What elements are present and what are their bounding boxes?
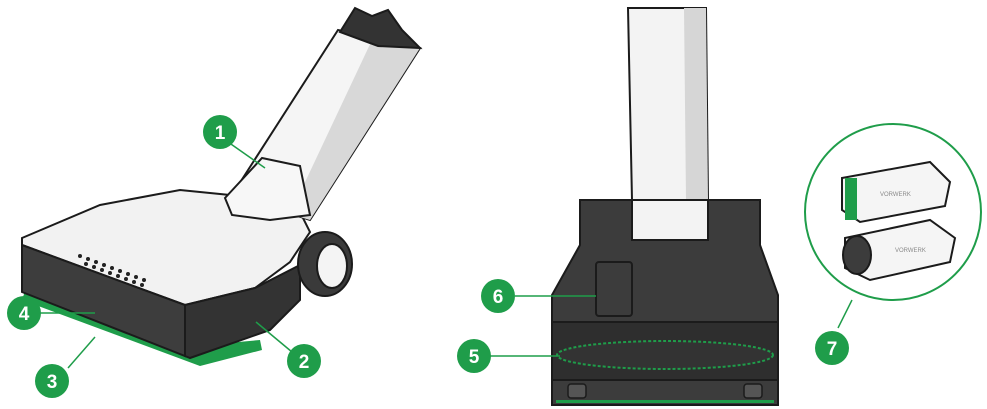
wheel-hub: [316, 243, 348, 289]
handle-cap: [338, 6, 423, 50]
cartridge-top-green: [845, 178, 857, 220]
svg-text:5: 5: [469, 347, 480, 368]
brush-roller: [556, 340, 774, 370]
svg-text:2: 2: [299, 352, 310, 373]
svg-text:1: 1: [215, 123, 226, 144]
svg-text:4: 4: [19, 304, 30, 325]
callout-6: 6: [481, 279, 515, 313]
callout-2: 2: [287, 344, 321, 378]
bottom-green-edge: [556, 400, 774, 403]
leader-line-3: [67, 336, 96, 369]
joint-collar: [223, 156, 312, 222]
head-side-housing: [184, 263, 301, 360]
callout-5: 5: [457, 339, 491, 373]
handle-tube-shade: [290, 40, 420, 220]
underside-handle-shade: [684, 8, 708, 200]
callout-7: 7: [815, 331, 849, 365]
wheel-slot-left: [567, 383, 587, 399]
cartridge-top: [841, 160, 952, 224]
callout-3: 3: [35, 364, 69, 398]
wheel-slot-right: [743, 383, 763, 399]
vent-grille: [78, 254, 146, 287]
underside-neck: [631, 199, 709, 241]
callout-1: 1: [203, 115, 237, 149]
svg-text:7: 7: [827, 339, 838, 360]
leader-line-2: [255, 321, 293, 353]
brand-text-top: VORWERK: [880, 192, 911, 198]
inset-detail: VORWERK VORWERK: [804, 123, 982, 329]
leader-line-7: [837, 299, 853, 329]
svg-text:6: 6: [493, 287, 504, 308]
callout-4: 4: [7, 296, 41, 330]
cartridge-bottom: [844, 218, 957, 282]
cartridge-bottom-cap: [842, 235, 872, 275]
brand-text-bottom: VORWERK: [895, 248, 926, 254]
id-plate: [595, 261, 633, 317]
vacuum-head-underside: [490, 7, 779, 406]
leader-line-1: [227, 141, 266, 169]
svg-text:3: 3: [47, 372, 58, 393]
vacuum-head-angled: [21, 6, 423, 369]
